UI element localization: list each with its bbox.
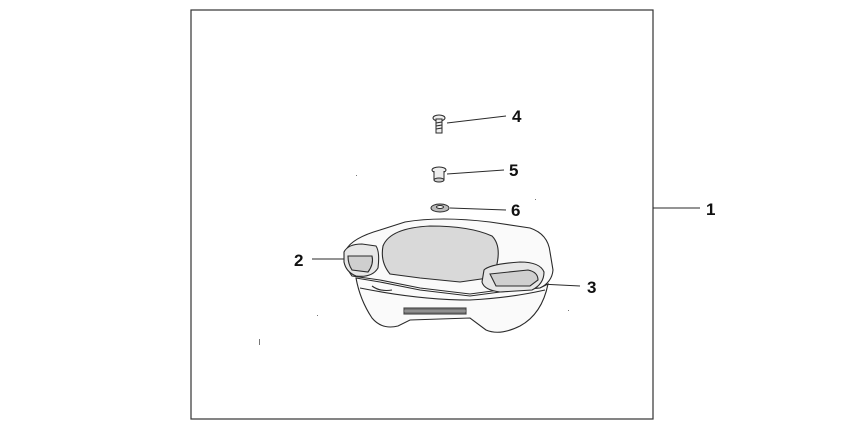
scan-specks (259, 175, 569, 345)
callout-4: 4 (512, 107, 522, 126)
left-cover-part (343, 243, 380, 277)
washer-part (430, 203, 450, 213)
callout-3: 3 (587, 278, 597, 297)
collar-part (431, 166, 447, 183)
leader-line-4 (446, 115, 507, 124)
screw-part (432, 114, 446, 134)
callout-2: 2 (294, 251, 304, 270)
callout-1: 1 (706, 200, 716, 219)
leader-line-5 (446, 169, 505, 175)
diagram-frame (190, 9, 654, 420)
callout-6: 6 (511, 201, 521, 220)
callout-5: 5 (509, 161, 519, 180)
right-cover-part (481, 261, 545, 293)
leader-line-6 (449, 207, 507, 211)
